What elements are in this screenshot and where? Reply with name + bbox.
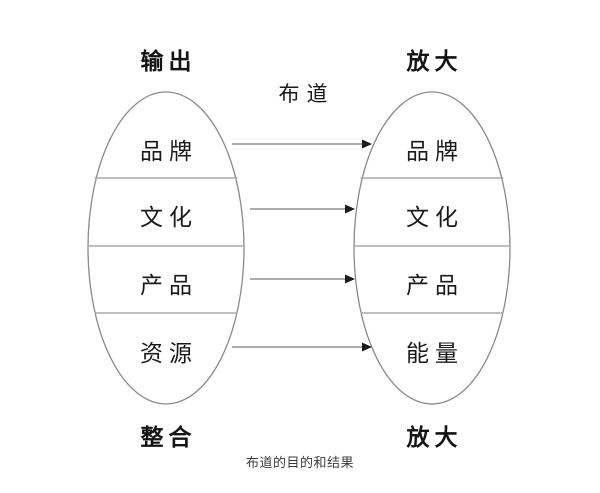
arrow-brand-to-brand [232, 139, 372, 149]
left-ellipse [87, 91, 245, 405]
left-cell-label-4: 资源 [140, 340, 198, 366]
right-bottom-label: 放大 [406, 424, 463, 450]
middle-label-preaching: 布道 [278, 83, 335, 106]
right-cell-label-1: 品牌 [406, 138, 464, 164]
right-top-label: 放大 [406, 48, 463, 74]
arrow-product-to-product [250, 274, 355, 284]
left-cell-label-3: 产品 [140, 272, 198, 298]
arrow-resource-to-energy [232, 342, 372, 352]
left-bottom-label: 整合 [140, 424, 197, 450]
right-cell-label-4: 能量 [406, 340, 464, 366]
right-ellipse [353, 91, 511, 405]
left-cell-label-1: 品牌 [140, 138, 198, 164]
right-cell-label-3: 产品 [406, 272, 464, 298]
left-cell-label-2: 文化 [140, 204, 198, 230]
diagram-caption: 布道的目的和结果 [245, 455, 355, 470]
arrow-culture-to-culture [250, 204, 355, 214]
right-cell-label-2: 文化 [406, 204, 464, 230]
left-top-label: 输出 [140, 48, 197, 74]
